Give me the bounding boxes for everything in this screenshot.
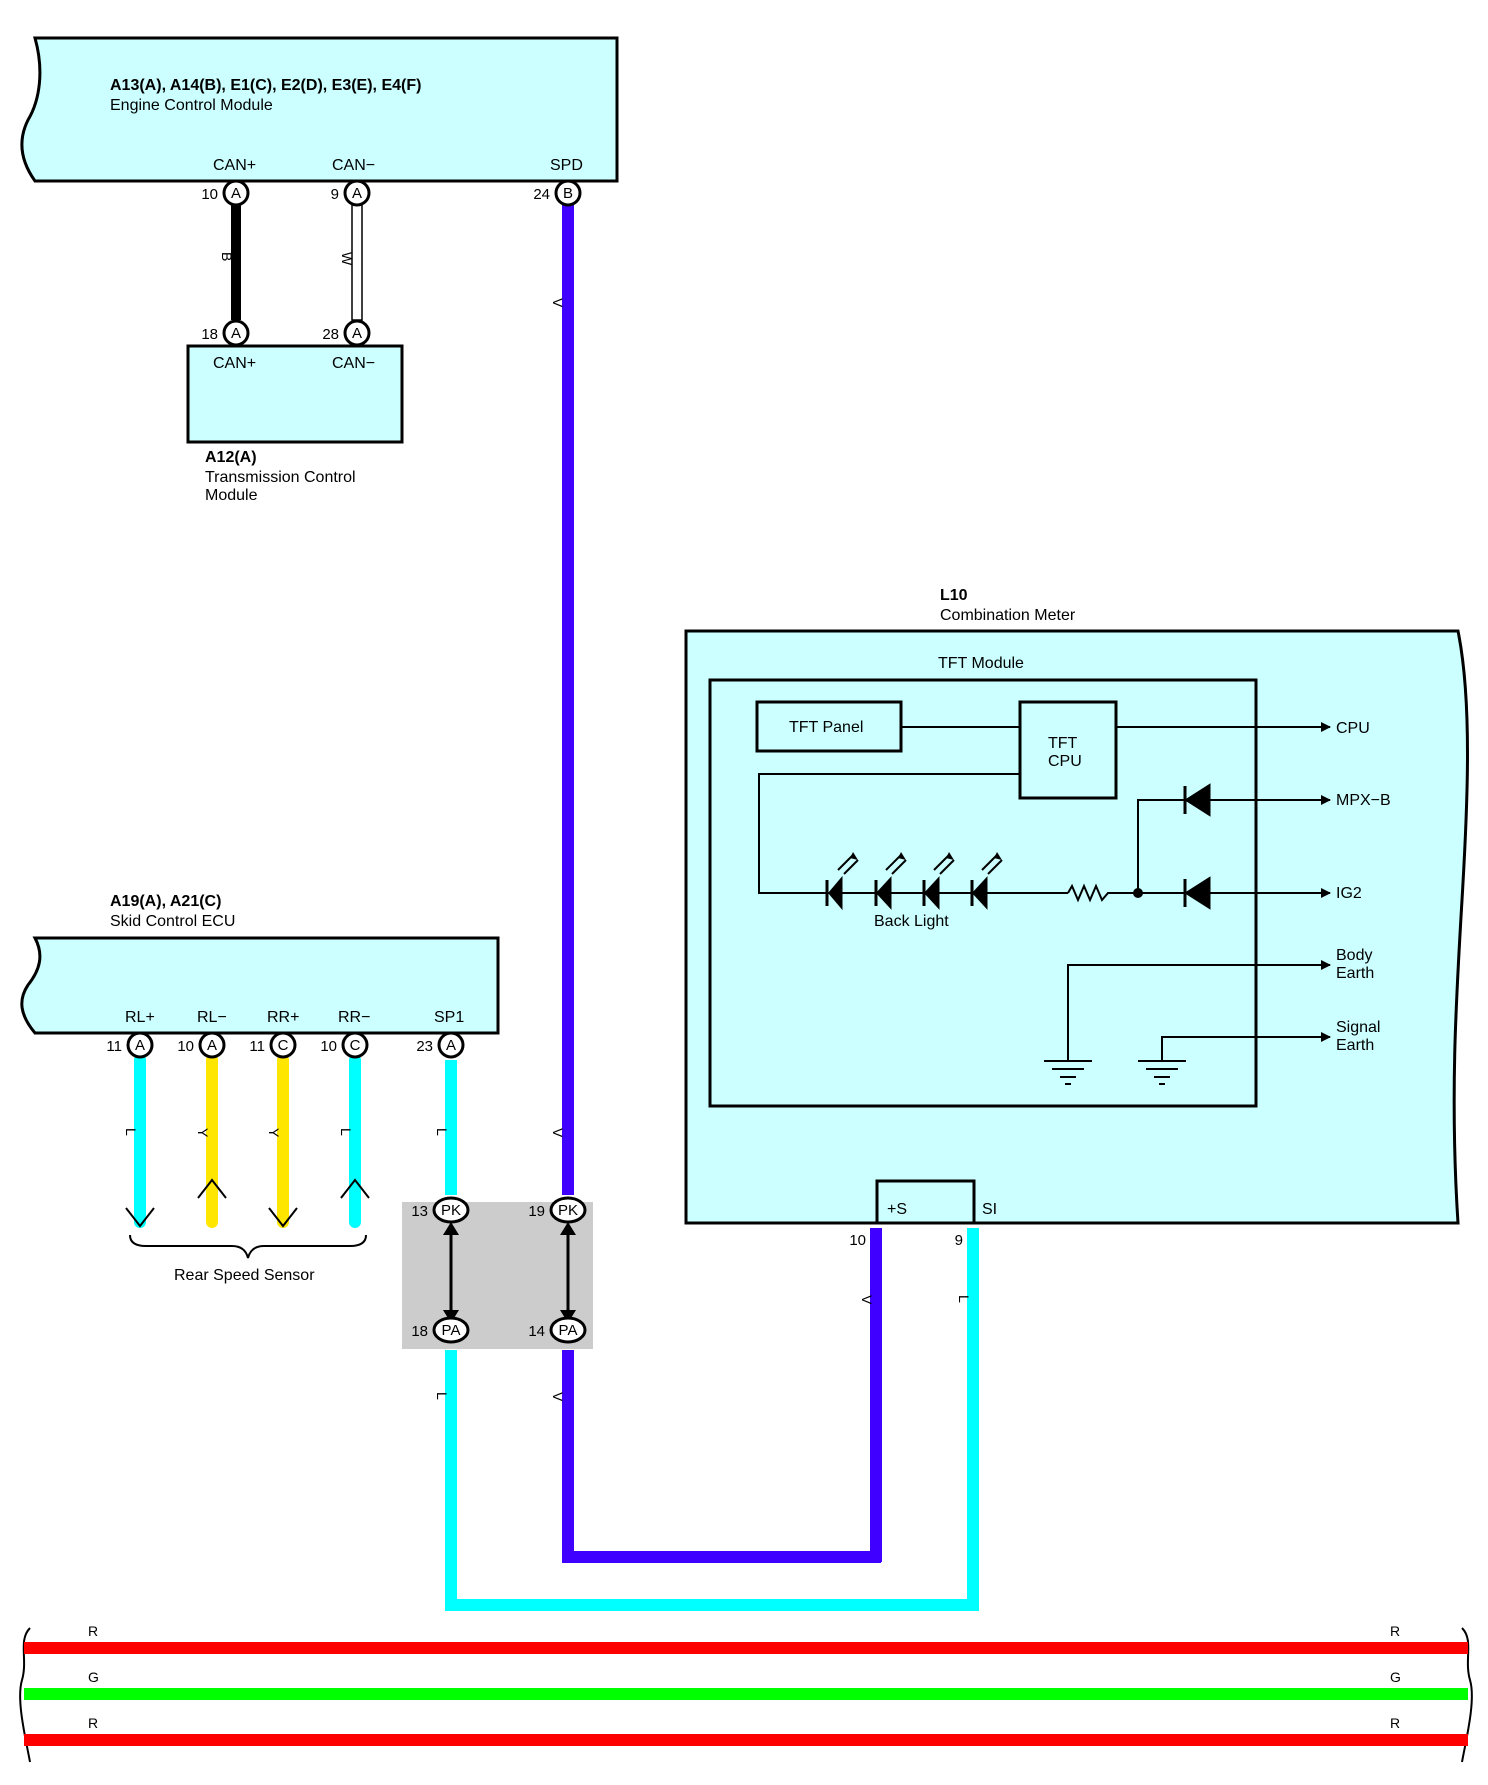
ecm-pin-can-plus-label: CAN+ (213, 157, 256, 174)
svg-text:18: 18 (411, 1323, 428, 1340)
svg-text:L: L (123, 1128, 139, 1136)
svg-text:L: L (434, 1392, 450, 1400)
svg-text:10: 10 (177, 1038, 194, 1055)
rear-speed-sensor-brace (129, 1234, 367, 1259)
svg-text:C: C (350, 1037, 361, 1054)
svg-text:L: L (956, 1295, 972, 1303)
svg-text:13: 13 (411, 1203, 428, 1220)
svg-text:PA: PA (442, 1322, 461, 1339)
ground-signal-icon (1138, 1060, 1186, 1085)
skid-pin-rl-plus-label: RL+ (125, 1009, 155, 1026)
ecm-name: Engine Control Module (110, 97, 273, 114)
svg-text:Y: Y (266, 1128, 282, 1138)
svg-text:A: A (207, 1037, 217, 1054)
svg-text:R: R (1390, 1715, 1400, 1731)
svg-text:10: 10 (201, 186, 218, 203)
svg-text:A: A (446, 1037, 456, 1054)
svg-text:A: A (231, 185, 241, 202)
svg-text:11: 11 (106, 1038, 122, 1055)
pin-numbers: 10 9 24 18 28 11 10 11 10 23 13 19 18 14… (106, 186, 963, 1340)
svg-text:10: 10 (320, 1038, 337, 1055)
skid-name: Skid Control ECU (110, 913, 235, 930)
svg-text:V: V (550, 1392, 566, 1402)
skid-pin-rl-minus-label: RL− (197, 1009, 227, 1026)
tft-cpu-box (1018, 700, 1118, 800)
meter-terminal-box (875, 1179, 976, 1225)
svg-text:11: 11 (249, 1038, 265, 1055)
back-light-label: Back Light (874, 913, 949, 930)
svg-text:A: A (231, 325, 241, 342)
svg-text:B: B (219, 252, 235, 261)
skid-id: A19(A), A21(C) (110, 893, 221, 910)
skid-pin-rr-minus-label: RR− (338, 1009, 370, 1026)
svg-text:A: A (352, 325, 362, 342)
svg-text:PK: PK (441, 1202, 461, 1219)
tft-module-label: TFT Module (938, 655, 1024, 672)
svg-text:19: 19 (528, 1203, 545, 1220)
skid-pin-rr-plus-label: RR+ (267, 1009, 299, 1026)
svg-text:23: 23 (416, 1038, 433, 1055)
svg-text:A: A (135, 1037, 145, 1054)
svg-text:9: 9 (331, 186, 339, 203)
svg-text:28: 28 (322, 326, 339, 343)
out-mpxb-label: MPX−B (1336, 792, 1391, 809)
svg-text:9: 9 (955, 1232, 963, 1249)
svg-text:PA: PA (559, 1322, 578, 1339)
svg-text:G: G (88, 1669, 99, 1685)
engine-control-module: A13(A), A14(B), E1(C), E2(D), E3(E), E4(… (20, 36, 619, 183)
meter-name: Combination Meter (940, 607, 1076, 624)
skid-pin-sp1-label: SP1 (434, 1009, 464, 1026)
tcm-pin-can-minus-label: CAN− (332, 355, 375, 372)
connector-pins: A A B A A A A C C A PK PK PA PA (126, 179, 587, 1344)
svg-text:Y: Y (195, 1128, 211, 1138)
wires (125, 204, 979, 1611)
rear-speed-sensor-label: Rear Speed Sensor (174, 1267, 315, 1284)
resistor (1067, 883, 1138, 903)
out-body-label-2: Earth (1336, 965, 1374, 982)
tcm-pin-can-plus-label: CAN+ (213, 355, 256, 372)
svg-text:C: C (278, 1037, 289, 1054)
combination-meter: L10 Combination Meter TFT Module TFT Pan… (684, 587, 1469, 1225)
tcm-id: A12(A) (205, 449, 257, 466)
svg-text:R: R (1390, 1623, 1400, 1639)
transmission-control-module: CAN+ CAN− A12(A) Transmission Control Mo… (186, 344, 404, 504)
bus-lines: R G R R G R (19, 1623, 1473, 1763)
svg-text:A: A (352, 185, 362, 202)
svg-text:10: 10 (849, 1232, 866, 1249)
svg-text:G: G (1390, 1669, 1401, 1685)
out-signal-label-2: Earth (1336, 1037, 1374, 1054)
out-signal-label-1: Signal (1336, 1019, 1380, 1036)
ecm-pin-spd-label: SPD (550, 157, 583, 174)
wire-color-codes: B W V L Y Y L L V L V V L (123, 252, 972, 1402)
svg-text:L: L (434, 1128, 450, 1136)
svg-text:24: 24 (533, 186, 550, 203)
ground-body-icon (1044, 1060, 1092, 1085)
tft-cpu-label-1: TFT (1048, 735, 1078, 752)
svg-text:L: L (338, 1128, 354, 1136)
ecm-pin-can-minus-label: CAN− (332, 157, 375, 174)
out-cpu-label: CPU (1336, 720, 1370, 737)
svg-text:R: R (88, 1715, 98, 1731)
svg-text:14: 14 (528, 1323, 545, 1340)
svg-text:V: V (550, 1128, 566, 1138)
meter-id: L10 (940, 587, 968, 604)
skid-control-ecu: A19(A), A21(C) Skid Control ECU RL+ RL− … (20, 893, 500, 1035)
tcm-name-line1: Transmission Control (205, 469, 356, 486)
svg-text:18: 18 (201, 326, 218, 343)
svg-text:W: W (339, 252, 355, 266)
out-body-label-1: Body (1336, 947, 1372, 964)
svg-text:B: B (563, 185, 573, 202)
meter-term-s: +S (887, 1201, 907, 1218)
svg-text:PK: PK (558, 1202, 578, 1219)
tft-panel-label: TFT Panel (789, 719, 863, 736)
tcm-name-line2: Module (205, 487, 258, 504)
meter-term-si: SI (982, 1201, 997, 1218)
svg-text:V: V (550, 298, 566, 308)
out-ig2-label: IG2 (1336, 885, 1362, 902)
svg-text:R: R (88, 1623, 98, 1639)
svg-text:V: V (859, 1295, 875, 1305)
tft-cpu-label-2: CPU (1048, 753, 1082, 770)
ecm-id: A13(A), A14(B), E1(C), E2(D), E3(E), E4(… (110, 77, 421, 94)
